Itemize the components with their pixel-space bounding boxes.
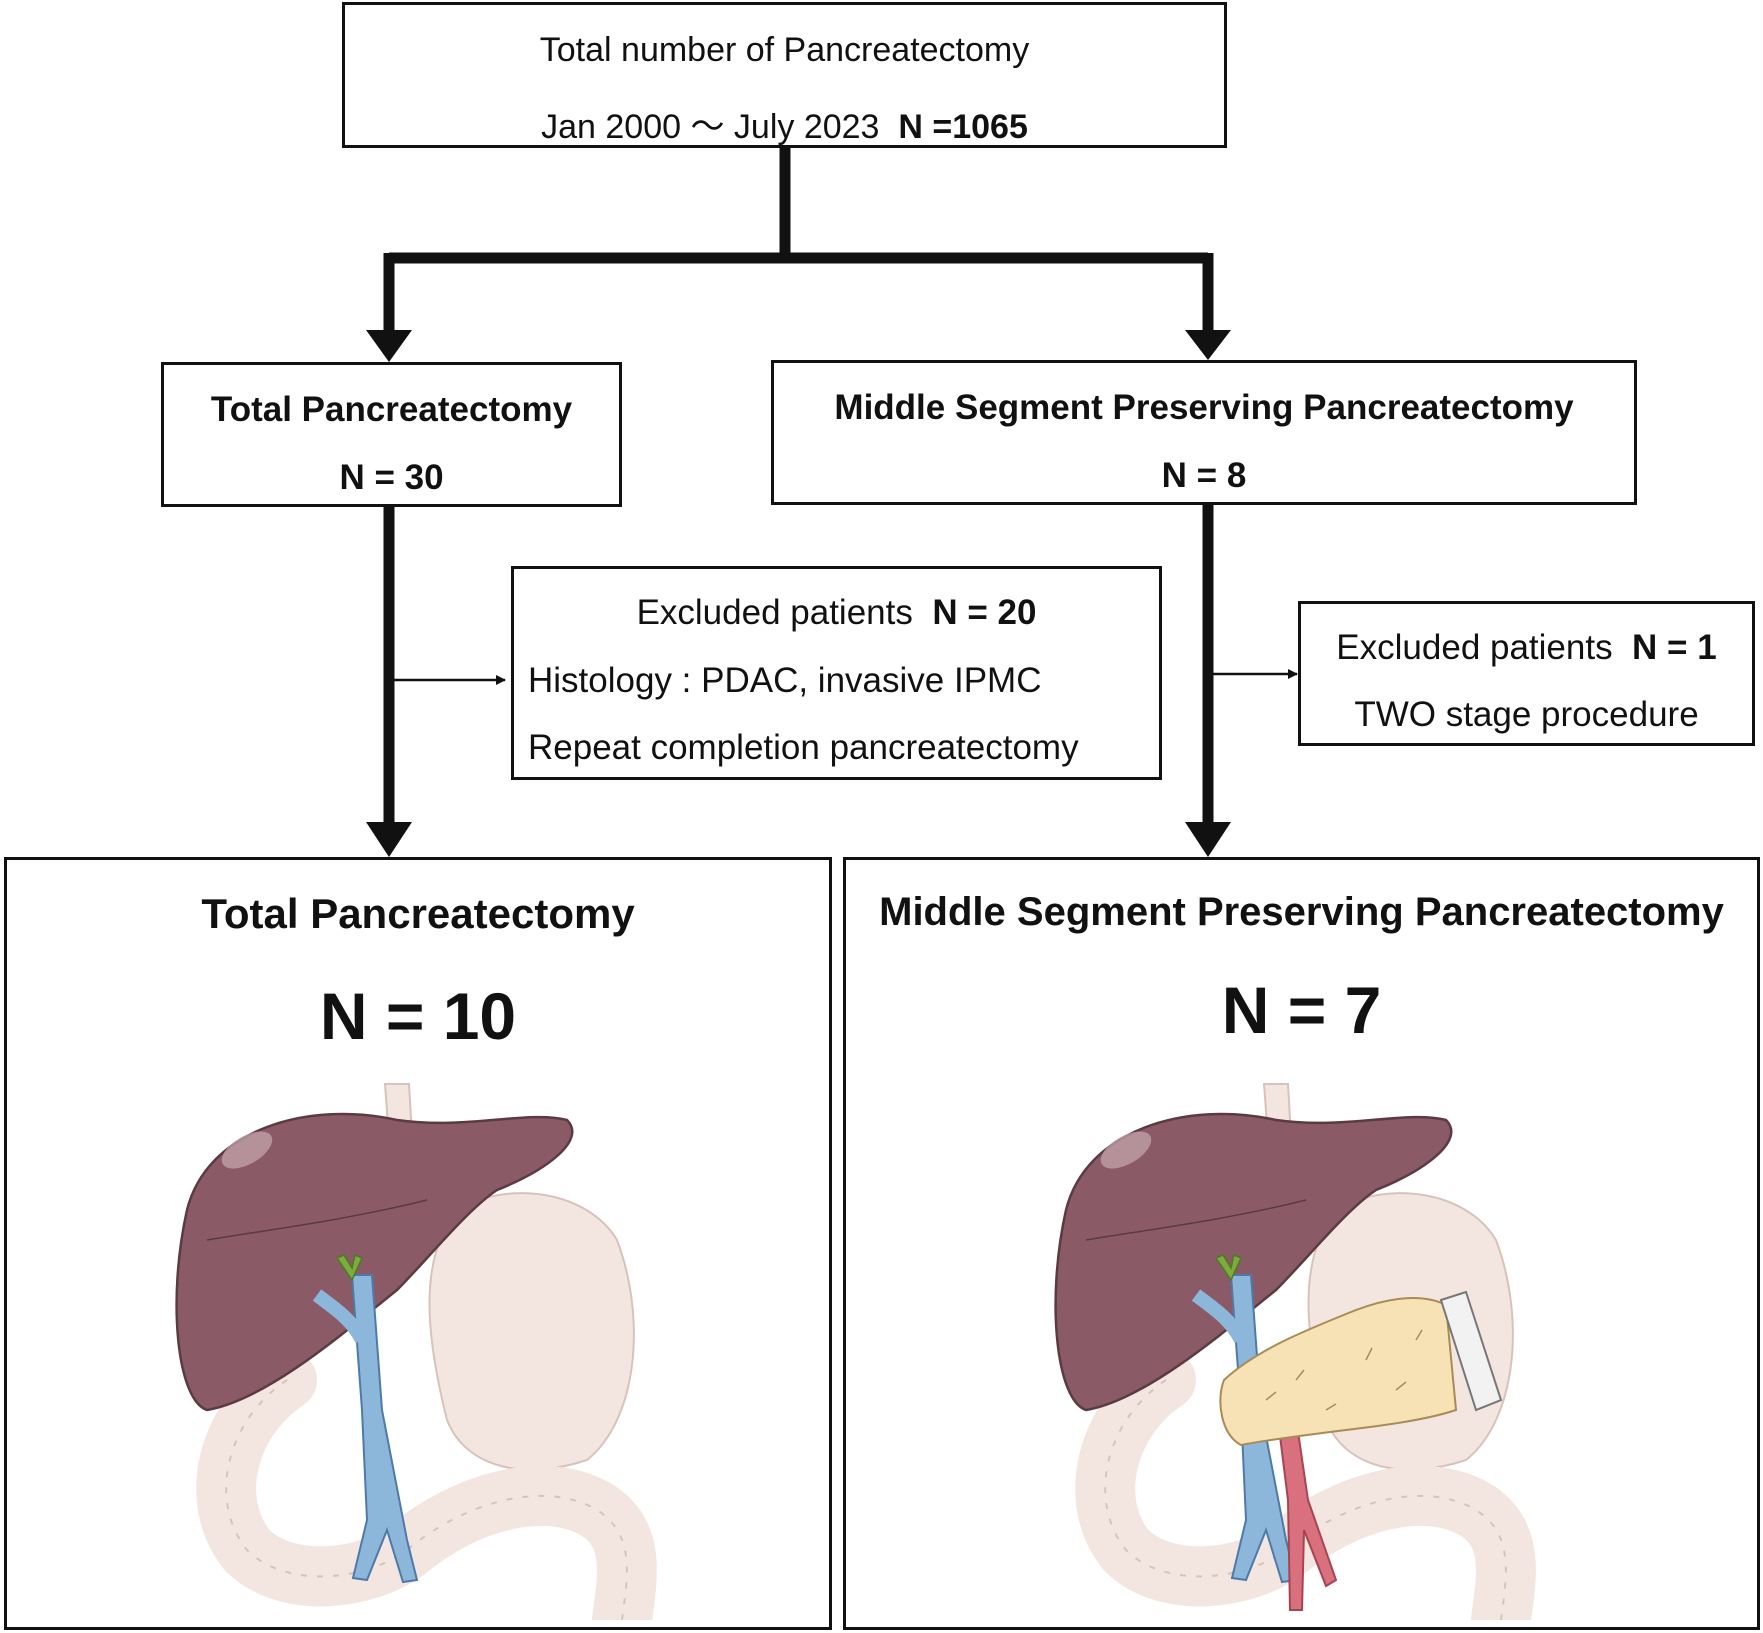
- arrow-to-left-mid: [366, 330, 412, 362]
- stomach-shape: [428, 1192, 635, 1471]
- mspp-box: Middle Segment Preserving Pancreatectomy…: [771, 360, 1637, 505]
- right-exclusion-reason: TWO stage procedure: [1354, 695, 1699, 734]
- final-mspp-box: Middle Segment Preserving Pancreatectomy…: [843, 857, 1760, 1630]
- total-pancreatectomy-n: N = 30: [339, 458, 444, 497]
- liver-shape: [175, 1112, 574, 1412]
- left-exclusion-label: Excluded patients: [636, 593, 913, 632]
- right-exclusion-label: Excluded patients: [1336, 628, 1613, 667]
- bile-duct-shape: [335, 1253, 363, 1282]
- mspp-title: Middle Segment Preserving Pancreatectomy: [834, 388, 1574, 427]
- right-exclusion-n: N = 1: [1632, 628, 1717, 667]
- final-total-n: N = 10: [319, 979, 517, 1053]
- portal-vein-shape: [350, 1274, 419, 1584]
- left-exclusion-box: Excluded patients N = 20 Histology : PDA…: [511, 566, 1162, 780]
- left-exclusion-header: Excluded patients N = 20: [514, 593, 1159, 633]
- left-exclusion-n: N = 20: [932, 593, 1037, 632]
- total-count-title: Total number of Pancreatectomy: [539, 31, 1030, 69]
- pancreas-cut-surface: [1439, 1290, 1503, 1412]
- final-mspp-n: N = 7: [1221, 973, 1382, 1047]
- total-pancreatectomy-illustration: [175, 1083, 657, 1620]
- final-total-title: Total Pancreatectomy: [201, 890, 635, 937]
- right-exclusion-box: Excluded patients N = 1 TWO stage proced…: [1298, 601, 1755, 746]
- final-total-pancreatectomy-box: Total Pancreatectomy N = 10: [4, 857, 832, 1630]
- total-count-box: Total number of Pancreatectomy Jan 2000 …: [342, 2, 1227, 148]
- total-pancreatectomy-title: Total Pancreatectomy: [210, 390, 573, 429]
- arrow-to-right-final: [1185, 822, 1231, 857]
- total-count-n: N =1065: [898, 108, 1028, 146]
- pancreas-segment: [1219, 1297, 1458, 1447]
- bile-duct-shape: [1214, 1253, 1242, 1282]
- right-exclusion-header: Excluded patients N = 1: [1301, 628, 1752, 668]
- liver-shape: [1054, 1112, 1453, 1412]
- date-range-text: Jan 2000 〜 July 2023: [541, 108, 880, 146]
- arrow-to-right-mid: [1185, 330, 1231, 360]
- left-exclusion-reason-1: Histology : PDAC, invasive IPMC: [528, 661, 1042, 700]
- mspp-illustration: [1054, 1083, 1536, 1620]
- left-exclusion-reason-2: Repeat completion pancreatectomy: [528, 728, 1079, 767]
- final-mspp-title: Middle Segment Preserving Pancreatectomy: [879, 890, 1724, 934]
- arrow-to-left-final: [366, 822, 412, 857]
- date-range: Jan 2000 〜 July 2023 N =1065: [345, 99, 1224, 148]
- artery-shape: [1276, 1416, 1338, 1611]
- total-pancreatectomy-box: Total Pancreatectomy N = 30: [161, 362, 622, 507]
- mspp-n: N = 8: [1161, 456, 1247, 495]
